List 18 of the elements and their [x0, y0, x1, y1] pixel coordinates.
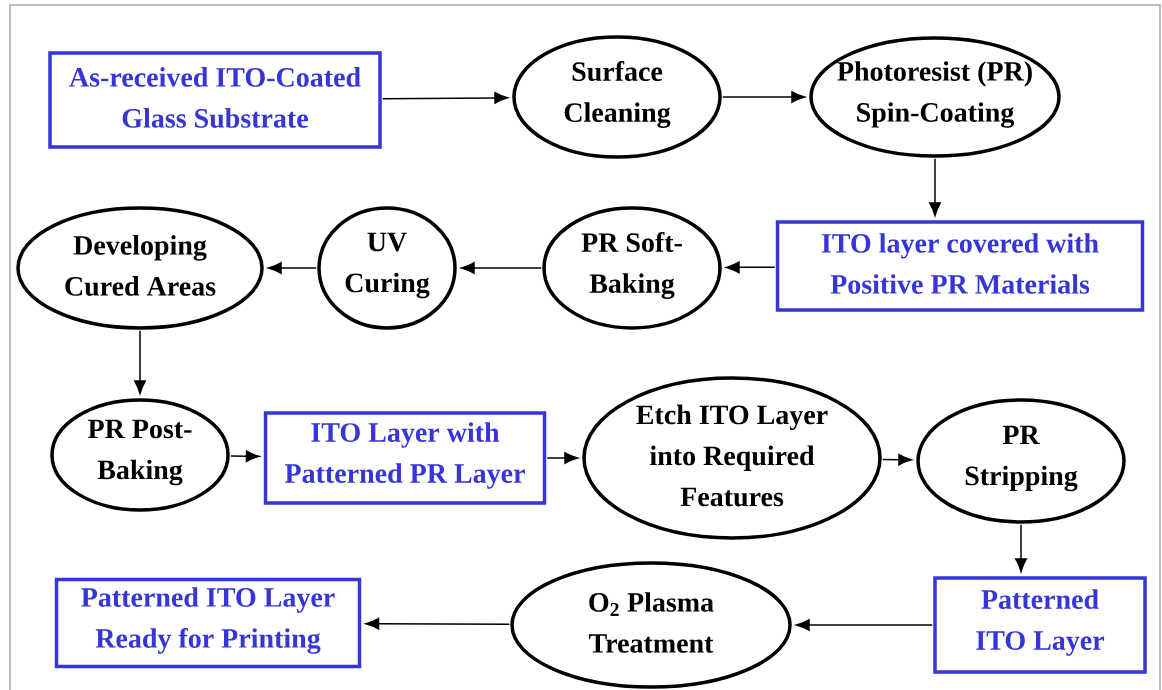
arrow [365, 617, 510, 630]
arrow [546, 452, 579, 464]
arrow [230, 450, 260, 463]
arrow [722, 91, 806, 103]
arrow [725, 261, 776, 274]
process-box: Patterned ITO Layer Ready for Printing [54, 577, 362, 669]
arrow [795, 619, 933, 631]
arrow [1015, 524, 1027, 573]
arrow [267, 262, 317, 274]
process-box: ITO Layer with Patterned PR Layer [263, 411, 547, 505]
process-box: As-received ITO-Coated Glass Substrate [48, 51, 382, 149]
process-box: ITO layer covered with Positive PR Materials [775, 220, 1145, 312]
arrow [382, 92, 509, 104]
arrow [929, 158, 941, 217]
arrow [881, 453, 913, 466]
arrow [134, 330, 146, 395]
process-box: Patterned ITO Layer [933, 576, 1147, 674]
arrow [460, 262, 542, 274]
